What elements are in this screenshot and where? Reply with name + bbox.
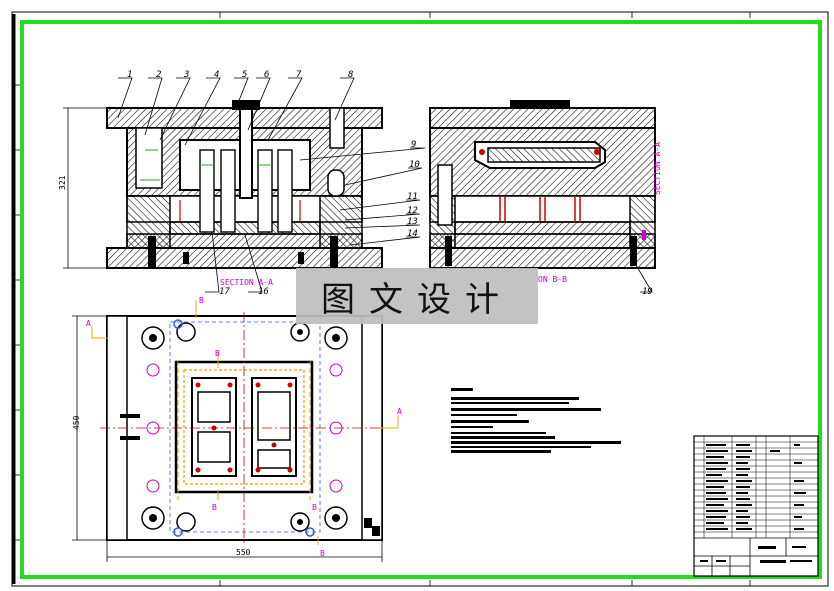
part-number-14: 14: [407, 229, 418, 239]
cut-lines: [91, 300, 399, 545]
cut-letter-b-mid: B: [215, 349, 220, 358]
part-number-16: 16: [258, 287, 269, 297]
part-number-9: 9: [411, 140, 416, 150]
dimension-width-plan: [106, 540, 383, 562]
part-number-8: 8: [348, 70, 353, 80]
watermark-banner: 图文设计: [296, 268, 538, 324]
cut-letter-b-low: B: [212, 503, 217, 512]
zone-ticks: [12, 12, 751, 586]
outer-border: [11, 11, 829, 587]
section-b-rotated-label: SECTION A-A: [653, 142, 662, 195]
part-number-5: 5: [242, 70, 247, 80]
dimension-450-text: 450: [72, 415, 81, 430]
watermark-text: 图文设计: [321, 279, 513, 320]
cut-letter-b-top: B: [199, 296, 204, 305]
dimension-550-text: 550: [236, 548, 251, 557]
section-a-label: SECTION A-A: [220, 278, 273, 287]
dimension-321-text: 321: [58, 175, 67, 190]
part-leaders: [117, 77, 653, 293]
dimension-height-top: [63, 107, 107, 269]
bill-of-materials: [693, 435, 819, 577]
cut-letter-a-right: A: [397, 407, 402, 416]
part-number-10: 10: [409, 160, 420, 170]
section-b-view: [429, 100, 656, 269]
part-number-4: 4: [214, 70, 219, 80]
cut-letter-a-left: A: [86, 319, 91, 328]
part-number-11: 11: [407, 192, 418, 202]
dimension-height-plan: [72, 315, 107, 541]
part-number-12: 12: [407, 206, 418, 216]
part-number-2: 2: [156, 70, 161, 80]
cut-letter-b-bottom: B: [320, 549, 325, 558]
part-number-3: 3: [183, 70, 189, 80]
part-number-1: 1: [127, 70, 132, 80]
part-number-13: 13: [407, 217, 418, 227]
plan-view: [100, 312, 390, 545]
cut-letter-b-right: B: [312, 503, 317, 512]
part-number-7: 7: [296, 70, 302, 80]
part-number-6: 6: [264, 70, 269, 80]
part-number-17: 17: [219, 287, 230, 297]
cut-letters: A A B B B B B: [86, 296, 402, 558]
section-a-view: [106, 100, 383, 269]
part-numbers: 1 2 3 4 5 6 7 8 9 10 11 12 13 14 16 17 1…: [127, 70, 653, 297]
section-b-label: ON B-B: [538, 275, 567, 284]
technical-notes: [451, 388, 621, 453]
drawing-frame: [20, 20, 822, 579]
part-number-19: 19: [642, 287, 653, 297]
